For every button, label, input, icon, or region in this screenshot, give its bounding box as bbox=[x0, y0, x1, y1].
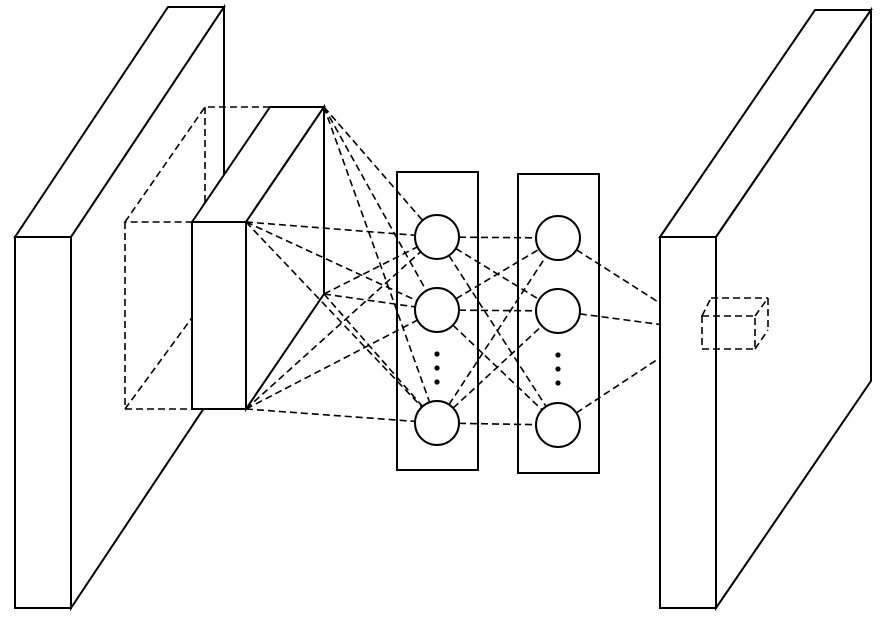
layer-2-ellipsis-dot bbox=[555, 352, 561, 358]
layer-1-ellipsis-dot bbox=[434, 351, 440, 357]
layer-2-node bbox=[535, 402, 581, 448]
layer-1-node bbox=[414, 214, 460, 260]
layer-1-node bbox=[414, 287, 460, 333]
layer-1-ellipsis-dot bbox=[434, 379, 440, 385]
hidden-layer-1 bbox=[396, 171, 479, 471]
connections-layer1-to-layer2 bbox=[436, 236, 559, 426]
input-feature-map bbox=[13, 3, 226, 612]
layer-2-node bbox=[535, 215, 581, 261]
layer-2-ellipsis-dot bbox=[555, 380, 561, 386]
layer-1-ellipsis-dot bbox=[434, 365, 440, 371]
layer-2-frame bbox=[517, 173, 600, 474]
kernel-slab bbox=[190, 103, 326, 413]
output-feature-map bbox=[658, 6, 873, 612]
layer-2-node bbox=[535, 288, 581, 334]
layer-1-node bbox=[414, 400, 460, 446]
output-cell bbox=[701, 297, 769, 350]
hidden-layer-2 bbox=[517, 173, 600, 474]
layer-2-ellipsis-dot bbox=[555, 366, 561, 372]
layer-1-frame bbox=[396, 171, 479, 471]
